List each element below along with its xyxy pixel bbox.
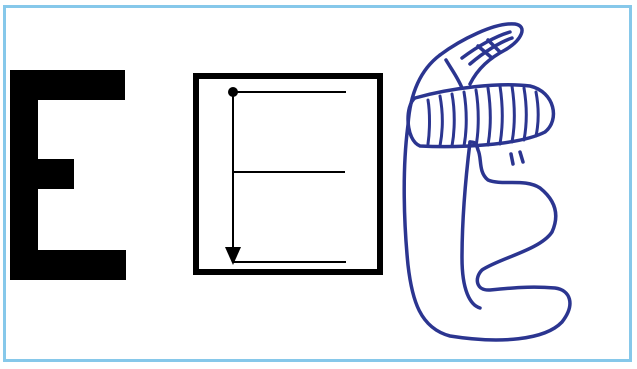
sketch-body-outline	[404, 55, 570, 340]
letter-e-top-bar	[10, 70, 125, 100]
letter-e-middle-bar	[10, 159, 74, 189]
sketch-crest-stem	[446, 60, 462, 88]
letter-e-bottom-bar	[10, 250, 126, 280]
diagram-start-dot	[228, 87, 238, 97]
diagram-box	[196, 76, 380, 272]
boxed-e-diagram	[196, 76, 380, 272]
sketch-band-stripes	[428, 86, 538, 146]
sketch-eye-marks	[511, 152, 523, 164]
letter-e-glyph	[10, 70, 126, 280]
sketched-e-figure	[404, 24, 570, 340]
